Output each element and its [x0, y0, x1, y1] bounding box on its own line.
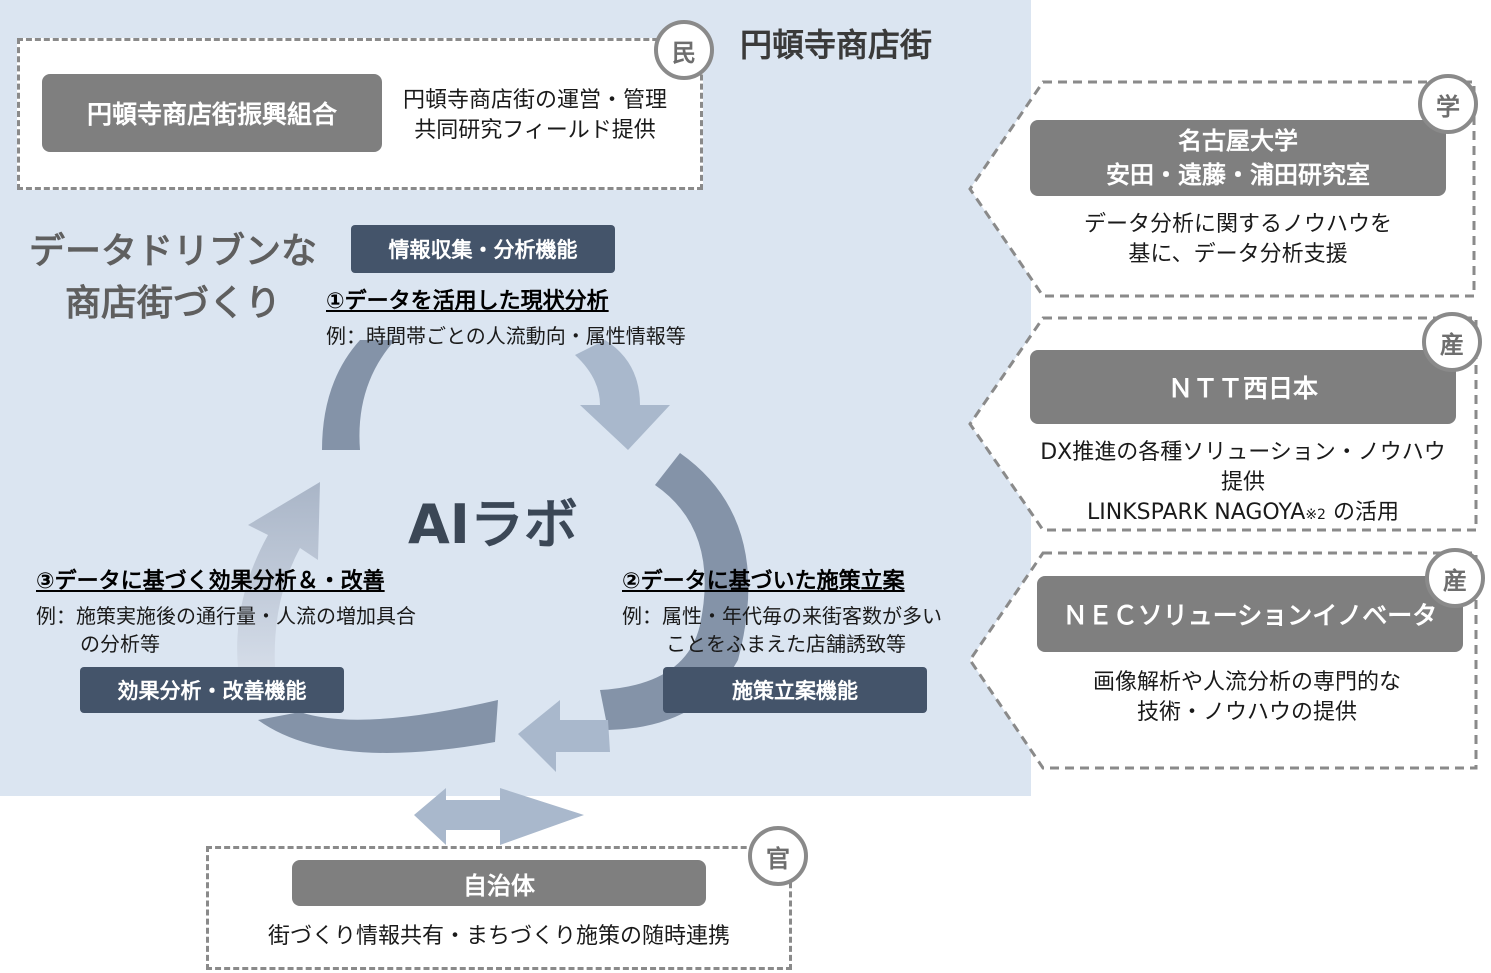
- step-3-title: ③データに基づく効果分析＆・改善: [36, 569, 385, 594]
- badge-government: 官: [748, 826, 808, 886]
- theme-title: データドリブンな 商店街づくり: [28, 231, 317, 324]
- step-1-title: ①データを活用した現状分析: [326, 289, 609, 314]
- cycle-arrow-effect-to-collect: [237, 482, 320, 668]
- partner-ntt-name: ＮＴＴ西日本: [1030, 350, 1456, 424]
- cycle-arrow-effect-arc: [258, 700, 498, 753]
- org-shotengai-union: 円頓寺商店街振興組合: [42, 74, 382, 152]
- partner-ntt-description: DX推進の各種ソリューション・ノウハウ提供 LINKSPARK NAGOYA※2…: [1040, 440, 1446, 525]
- step-3-example: 例：施策実施後の通行量・人流の増加具合 の分析等: [36, 604, 416, 656]
- function-effect-improve: 効果分析・改善機能: [80, 667, 344, 713]
- government-description: 街づくり情報共有・まちづくり施策の随時連携: [267, 924, 730, 949]
- partner-nec-name: ＮＥＣソリューションイノベータ: [1037, 576, 1463, 652]
- step-2-example: 例：属性・年代毎の来街客数が多い ことをふまえた店舗誘致等: [622, 604, 942, 656]
- step-1-example: 例：時間帯ごとの人流動向・属性情報等: [326, 324, 686, 348]
- cycle-arrow-collect-to-plan: [575, 340, 670, 450]
- government-name: 自治体: [292, 860, 706, 906]
- cycle-arrow-bottom-head: [518, 700, 610, 772]
- function-plan: 施策立案機能: [663, 667, 927, 713]
- badge-industry-nec: 産: [1425, 548, 1485, 608]
- double-arrow-gov: [414, 788, 584, 845]
- step-2-title: ②データに基づいた施策立案: [622, 569, 905, 594]
- ai-lab-label: AIラボ: [408, 493, 578, 556]
- function-collect-analyze: 情報収集・分析機能: [351, 225, 615, 273]
- partner-university-name: 名古屋大学 安田・遠藤・浦田研究室: [1030, 120, 1446, 196]
- cycle-arrow-top-arc: [322, 340, 395, 450]
- badge-private: 民: [654, 20, 714, 80]
- private-sector-description: 円頓寺商店街の運営・管理 共同研究フィールド提供: [402, 88, 667, 143]
- badge-industry-ntt: 産: [1422, 312, 1482, 372]
- district-title: 円頓寺商店街: [740, 26, 933, 64]
- partner-university-description: データ分析に関するノウハウを 基に、データ分析支援: [1083, 212, 1392, 267]
- partner-nec-description: 画像解析や人流分析の専門的な 技術・ノウハウの提供: [1092, 670, 1401, 725]
- badge-academia: 学: [1418, 74, 1478, 134]
- cycle-arrow-plan-to-effect: [600, 453, 749, 730]
